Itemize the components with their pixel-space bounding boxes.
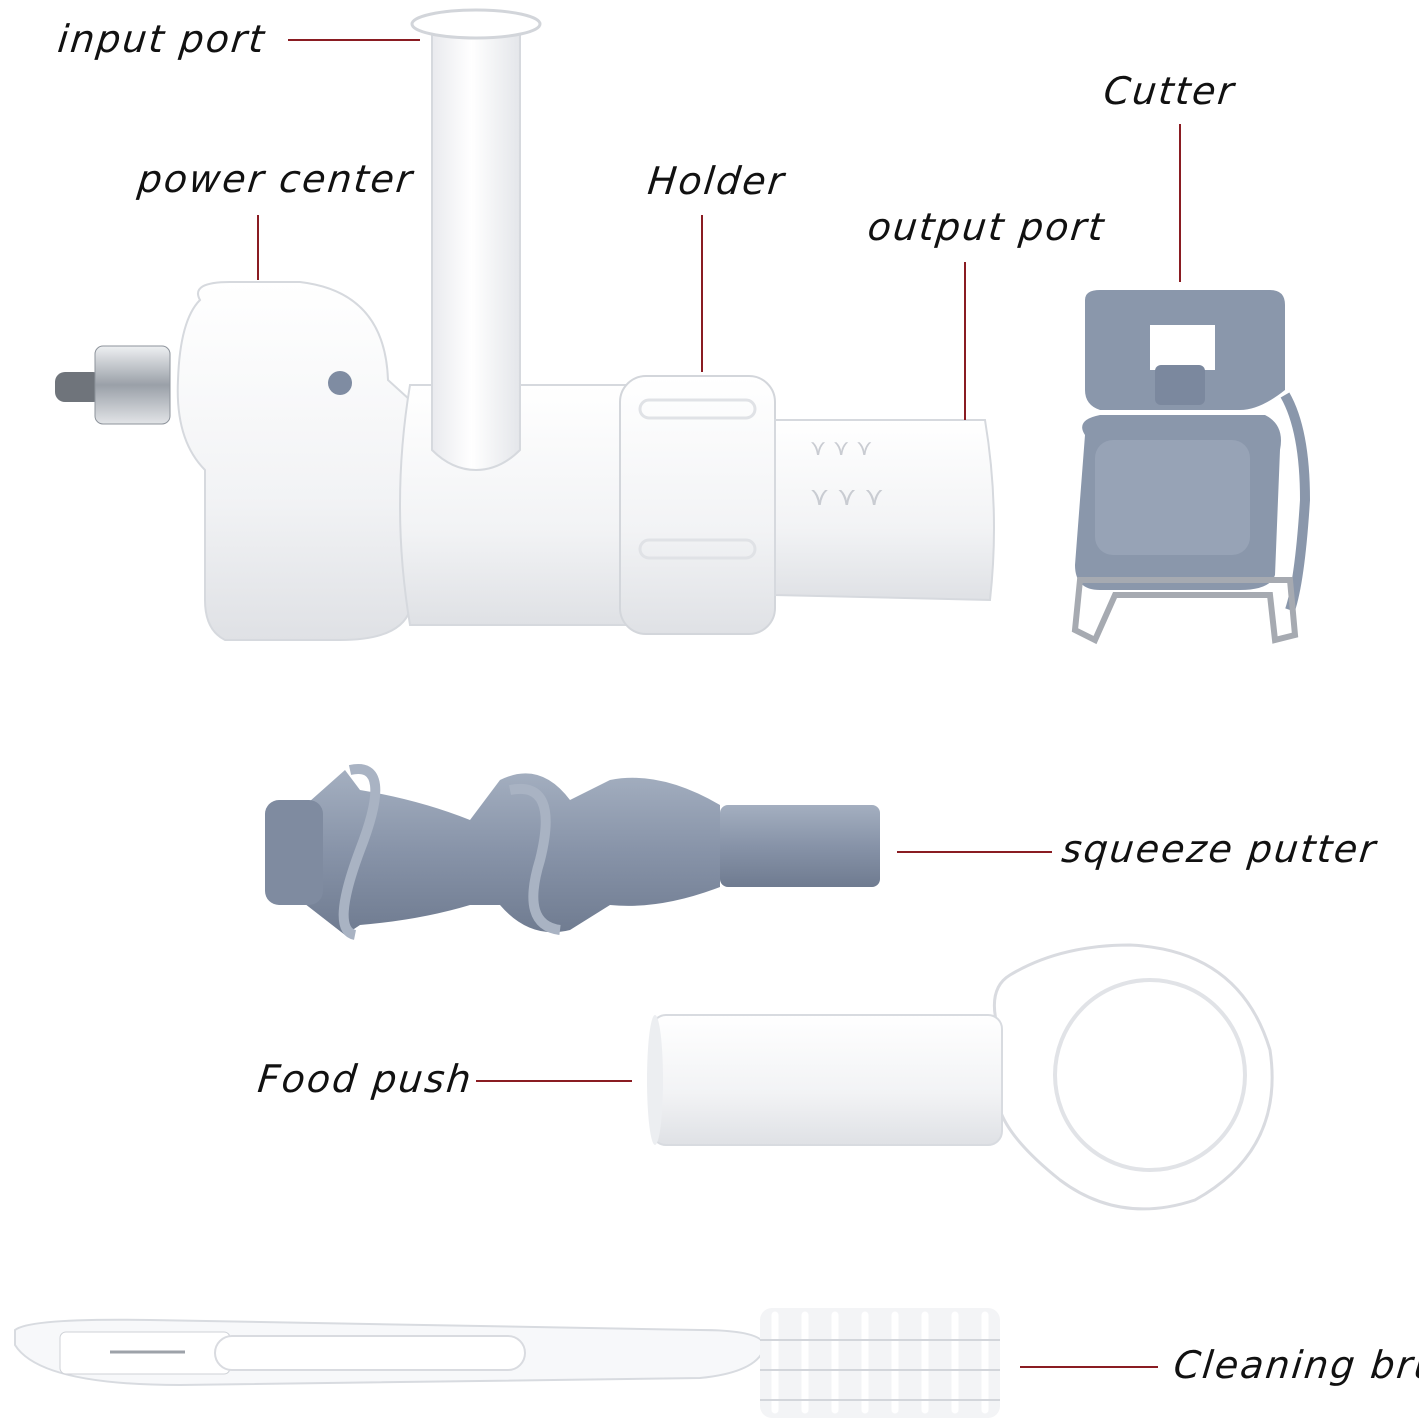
label-squeeze-putter: squeeze putter — [1059, 827, 1380, 871]
cutter-part — [1071, 290, 1311, 645]
label-cutter: Cutter — [1101, 69, 1238, 113]
food-pusher — [647, 943, 1274, 1211]
label-holder: Holder — [645, 159, 788, 203]
juicer-body: ⋎ ⋎ ⋎ ⋎ ⋎ ⋎ — [55, 8, 995, 641]
squeeze-auger — [265, 764, 880, 940]
lock-button — [328, 371, 352, 395]
power-center-housing — [176, 281, 411, 641]
label-output-port: output port — [865, 205, 1108, 249]
label-power-center: power center — [135, 157, 417, 201]
leader-lines — [257, 39, 1181, 1368]
svg-text:⋎ ⋎ ⋎: ⋎ ⋎ ⋎ — [810, 436, 872, 461]
label-input-port: input port — [55, 17, 269, 61]
output-nozzle — [774, 419, 995, 602]
label-food-push: Food push — [255, 1057, 475, 1101]
svg-text:⋎ ⋎ ⋎: ⋎ ⋎ ⋎ — [810, 482, 884, 512]
power-shaft — [55, 345, 171, 425]
input-tube — [431, 33, 521, 472]
input-tube-rim — [410, 8, 542, 40]
label-cleaning-brush: Cleaning bru — [1171, 1343, 1419, 1387]
cleaning-brush — [14, 1308, 1000, 1418]
